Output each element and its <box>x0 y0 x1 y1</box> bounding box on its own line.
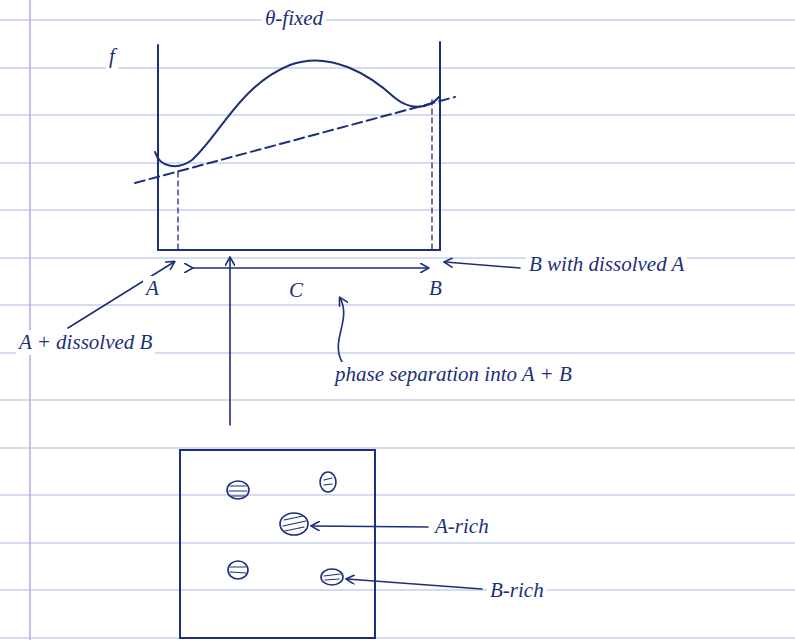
axis-label: f <box>106 44 118 69</box>
phase-label: B <box>426 276 445 301</box>
phase-label: A <box>143 276 162 301</box>
region-label: C <box>286 278 306 303</box>
annotation: B with dissolved A <box>526 252 687 277</box>
annotation: A + dissolved B <box>16 330 155 355</box>
callout-label: A-rich <box>432 514 492 539</box>
annotation: phase separation into A + B <box>332 362 588 387</box>
plot-title: θ-fixed <box>262 6 326 31</box>
callout-label: B-rich <box>487 578 547 603</box>
